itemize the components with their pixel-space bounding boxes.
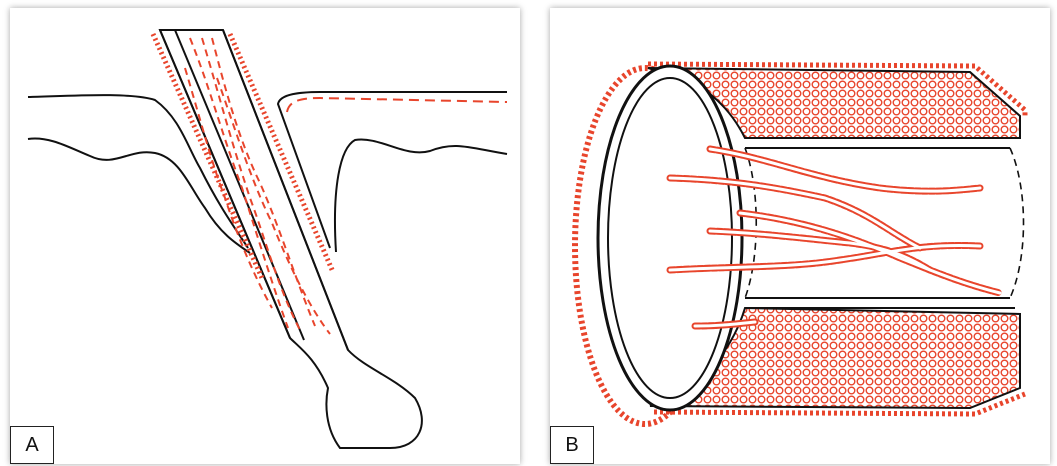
- panel-a: A: [10, 8, 520, 464]
- skin-dermis-right: [335, 140, 507, 252]
- hair-cross-section-diagram: [550, 8, 1050, 464]
- hair-follicle-diagram: [10, 8, 520, 464]
- panel-label-b: B: [550, 426, 594, 464]
- panel-b: B: [550, 8, 1050, 464]
- epidermis-dashed: [287, 98, 507, 112]
- skin-surface-right: [278, 92, 507, 248]
- cut-line-inner: [745, 148, 756, 298]
- panel-label-a: A: [10, 426, 54, 464]
- cut-line-end: [1010, 148, 1024, 298]
